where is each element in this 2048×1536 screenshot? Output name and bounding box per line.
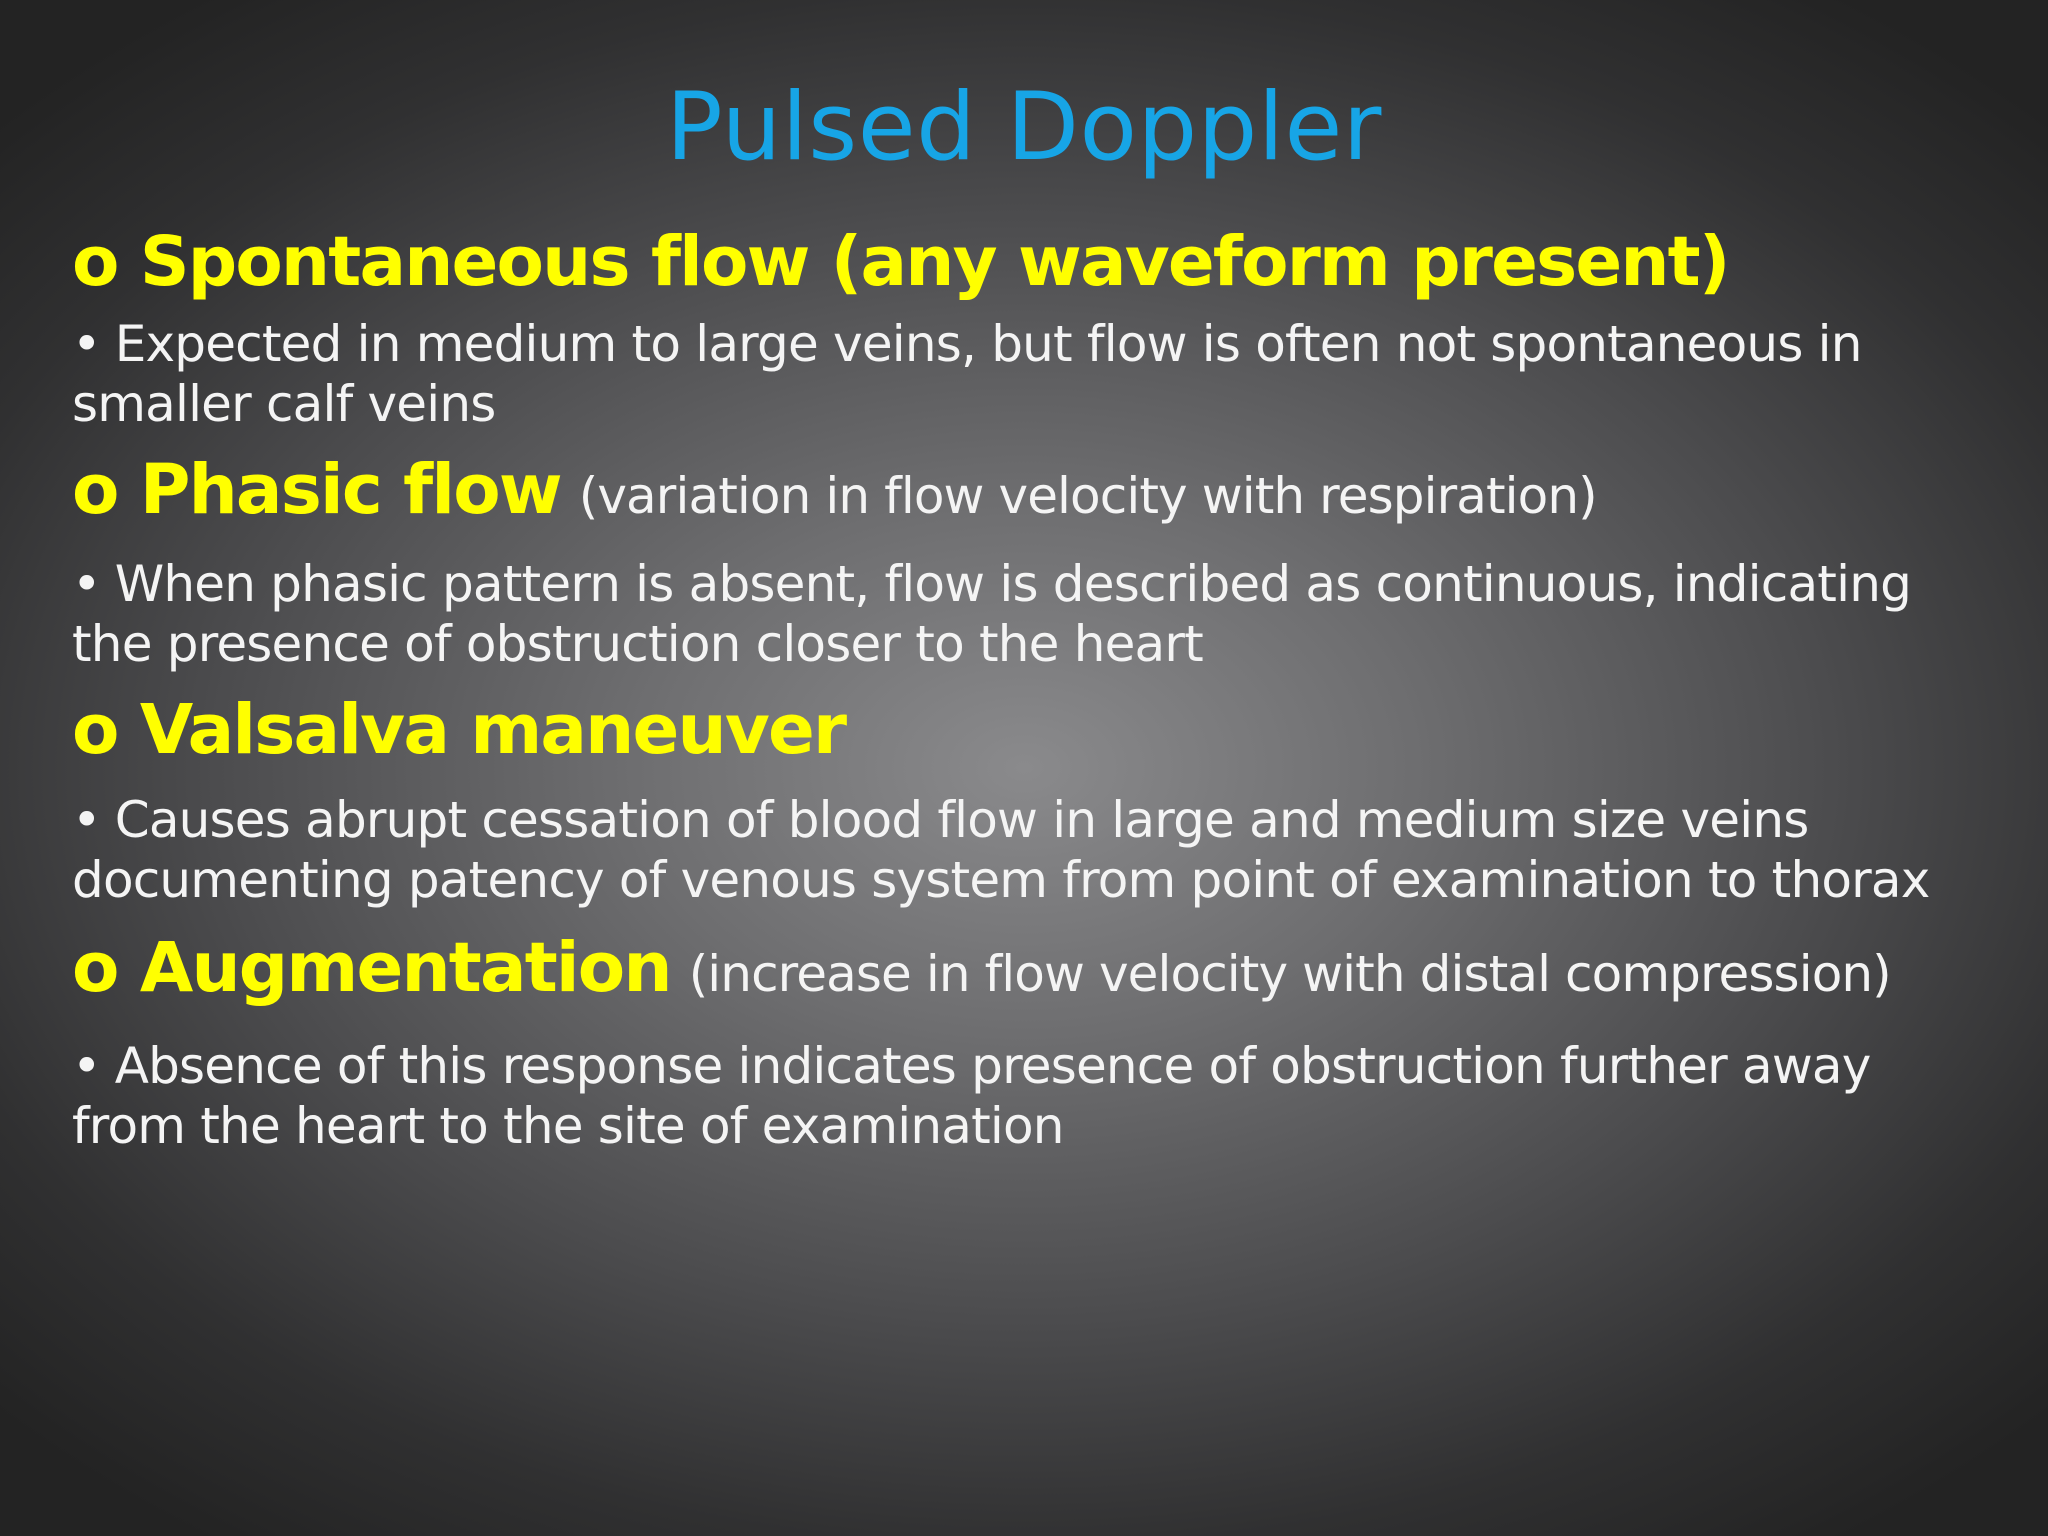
heading-text: Phasic flow [139, 450, 563, 530]
section-heading-phasic-flow: o Phasic flow (variation in flow velocity… [72, 450, 1992, 536]
bullet-dot: • [72, 791, 101, 849]
slide-title: Pulsed Doppler [666, 73, 1382, 182]
section-heading-augmentation: o Augmentation (increase in flow velocity… [72, 928, 1992, 1014]
bullet-dot: • [72, 315, 101, 373]
heading-marker: o [72, 690, 119, 770]
bullet-valsalva-maneuver: •Causes abrupt cessation of blood flow i… [72, 790, 1992, 910]
bullet-text: Expected in medium to large veins, but f… [72, 315, 1862, 433]
heading-text: Valsalva maneuver [139, 690, 847, 770]
heading-note: (variation in flow velocity with respira… [578, 467, 1598, 525]
bullet-dot: • [72, 555, 101, 613]
bullet-augmentation: •Absence of this response indicates pres… [72, 1036, 1992, 1156]
bullet-text: Causes abrupt cessation of blood flow in… [72, 791, 1930, 909]
section-heading-valsalva-maneuver: o Valsalva maneuver [72, 690, 1992, 770]
section-heading-spontaneous-flow: o Spontaneous flow (any waveform present… [72, 222, 1992, 302]
heading-marker: o [72, 222, 119, 302]
slide-content: o Spontaneous flow (any waveform present… [72, 222, 1992, 1156]
bullet-dot: • [72, 1037, 101, 1095]
heading-text: Spontaneous flow (any waveform present) [139, 222, 1731, 302]
heading-marker: o [72, 928, 119, 1008]
heading-marker: o [72, 450, 119, 530]
bullet-text: When phasic pattern is absent, flow is d… [72, 555, 1912, 673]
bullet-text: Absence of this response indicates prese… [72, 1037, 1871, 1155]
bullet-phasic-flow: •When phasic pattern is absent, flow is … [72, 554, 1992, 674]
heading-text: Augmentation [139, 928, 673, 1008]
bullet-spontaneous-flow: •Expected in medium to large veins, but … [72, 314, 1992, 434]
heading-note: (increase in flow velocity with distal c… [688, 945, 1892, 1003]
